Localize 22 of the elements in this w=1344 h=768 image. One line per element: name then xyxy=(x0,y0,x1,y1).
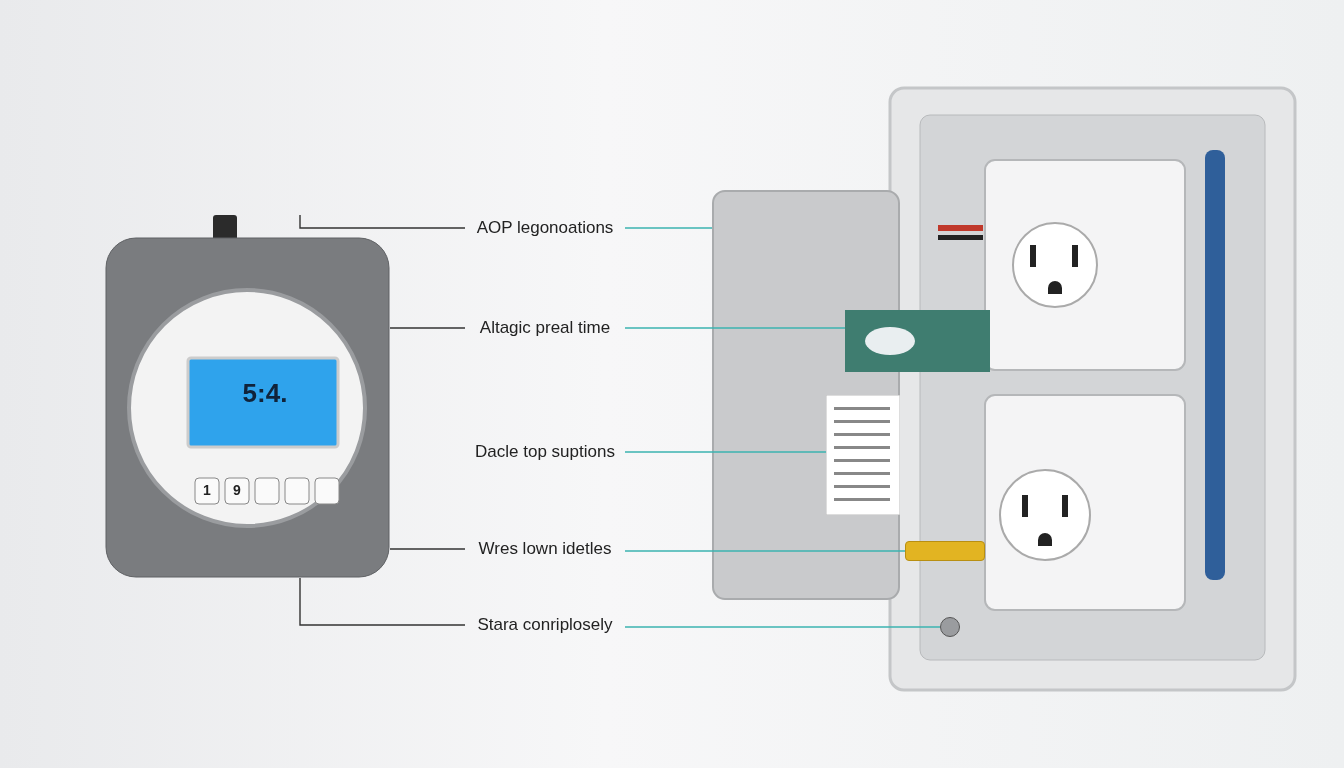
key-label: 1 xyxy=(202,481,212,500)
leader-line xyxy=(624,626,941,628)
leader-line xyxy=(299,214,466,229)
leader-line xyxy=(389,327,466,329)
thermostat-drawing xyxy=(105,215,390,578)
leader-line xyxy=(624,451,827,453)
leader-line xyxy=(624,327,846,329)
instruction-label xyxy=(826,395,900,515)
display-reading: 5:4. xyxy=(241,378,289,408)
wire xyxy=(905,541,985,561)
callout-label: AOP legonoations xyxy=(465,216,625,240)
key-label: 9 xyxy=(232,481,242,500)
leader-line xyxy=(624,550,906,552)
mounting-bracket xyxy=(845,310,990,372)
leader-line xyxy=(299,577,466,626)
callout-label: Stara conriplosely xyxy=(465,613,625,637)
leader-line xyxy=(389,548,466,550)
panel-door xyxy=(712,190,900,600)
callout-label: Altagic preal time xyxy=(465,316,625,340)
leader-line xyxy=(624,227,713,229)
callout-label: Wres lown idetles xyxy=(465,537,625,561)
callout-label: Dacle top suptions xyxy=(465,440,625,464)
